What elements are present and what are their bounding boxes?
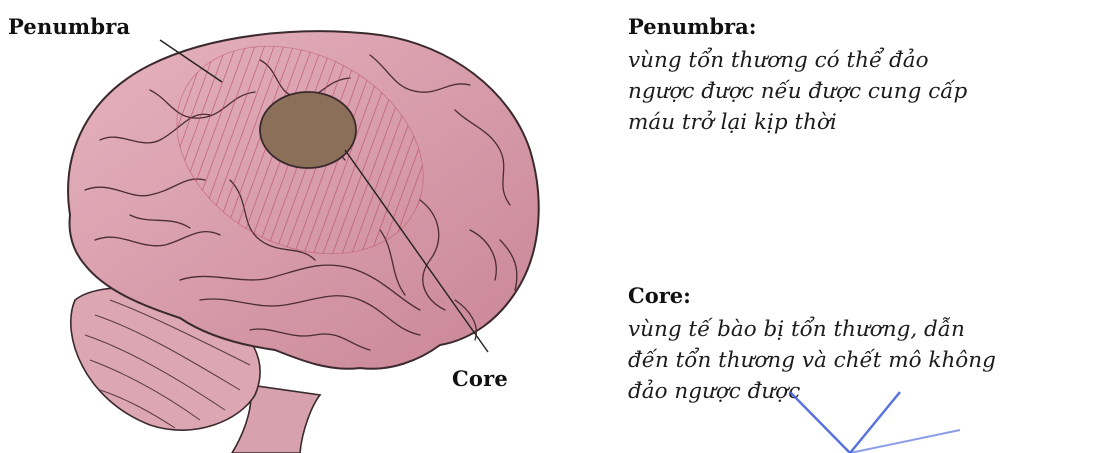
core-label: Core: [452, 366, 508, 391]
penumbra-text: vùng tổn thương có thể đảo ngược được nế…: [628, 45, 1098, 138]
core-description: Core: vùng tế bào bị tổn thương, dẫn đến…: [628, 283, 1098, 407]
core-region: [260, 92, 356, 168]
penumbra-description: Penumbra: vùng tổn thương có thể đảo ngư…: [628, 14, 1098, 138]
brain-diagram: Penumbra Core: [0, 0, 590, 453]
core-title: Core:: [628, 283, 1098, 308]
core-text: vùng tế bào bị tổn thương, dẫn đến tổn t…: [628, 314, 1098, 407]
penumbra-label: Penumbra: [8, 14, 130, 39]
penumbra-title: Penumbra:: [628, 14, 1098, 39]
